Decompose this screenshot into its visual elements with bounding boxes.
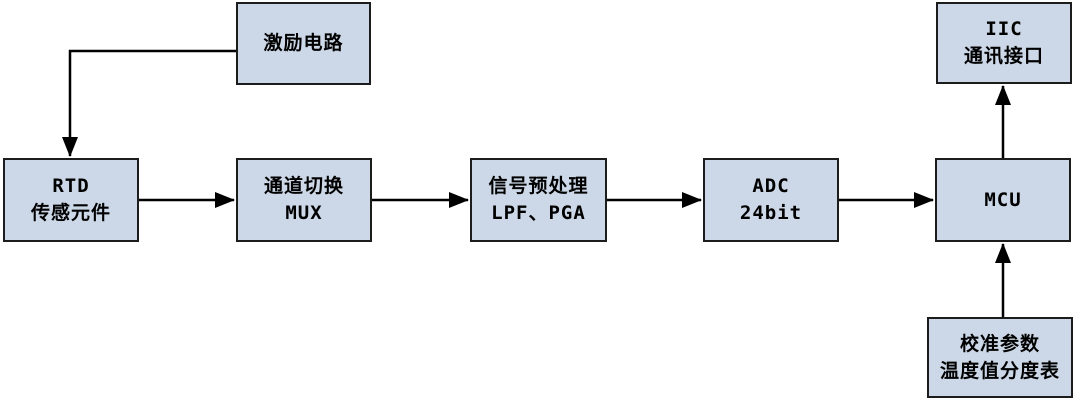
node-signal-preprocess: 信号预处理 LPF、PGA: [470, 158, 607, 242]
node-excitation-label: 激励电路: [263, 32, 344, 54]
node-adc-label-line2: 24bit: [739, 202, 803, 224]
node-calibration-table: 校准参数 温度值分度表: [927, 317, 1073, 398]
node-mux-label-line1: 通道切换: [263, 175, 344, 197]
node-mux-label-line2: MUX: [285, 202, 323, 224]
node-excitation-circuit: 激励电路: [236, 2, 371, 85]
node-mcu: MCU: [935, 158, 1071, 242]
node-iic-interface: IIC 通讯接口: [936, 2, 1072, 84]
node-calibration-label-line2: 温度值分度表: [939, 359, 1060, 382]
node-calibration-label-line1: 校准参数: [959, 332, 1040, 355]
node-preprocess-label-line2: LPF、PGA: [491, 202, 586, 224]
node-adc-label-line1: ADC: [752, 175, 790, 197]
node-rtd-sensor: RTD 传感元件: [3, 158, 139, 242]
node-channel-mux: 通道切换 MUX: [236, 158, 372, 242]
node-iic-label-line2: 通讯接口: [963, 45, 1044, 67]
arrow-excitation-to-rtd: [62, 49, 236, 157]
node-rtd-label-line1: RTD: [52, 175, 90, 197]
node-rtd-label-line2: 传感元件: [30, 202, 111, 224]
node-adc-24bit: ADC 24bit: [703, 158, 839, 242]
node-iic-label-line1: IIC: [985, 18, 1023, 40]
node-mcu-label: MCU: [984, 188, 1022, 211]
node-preprocess-label-line1: 信号预处理: [488, 175, 589, 197]
